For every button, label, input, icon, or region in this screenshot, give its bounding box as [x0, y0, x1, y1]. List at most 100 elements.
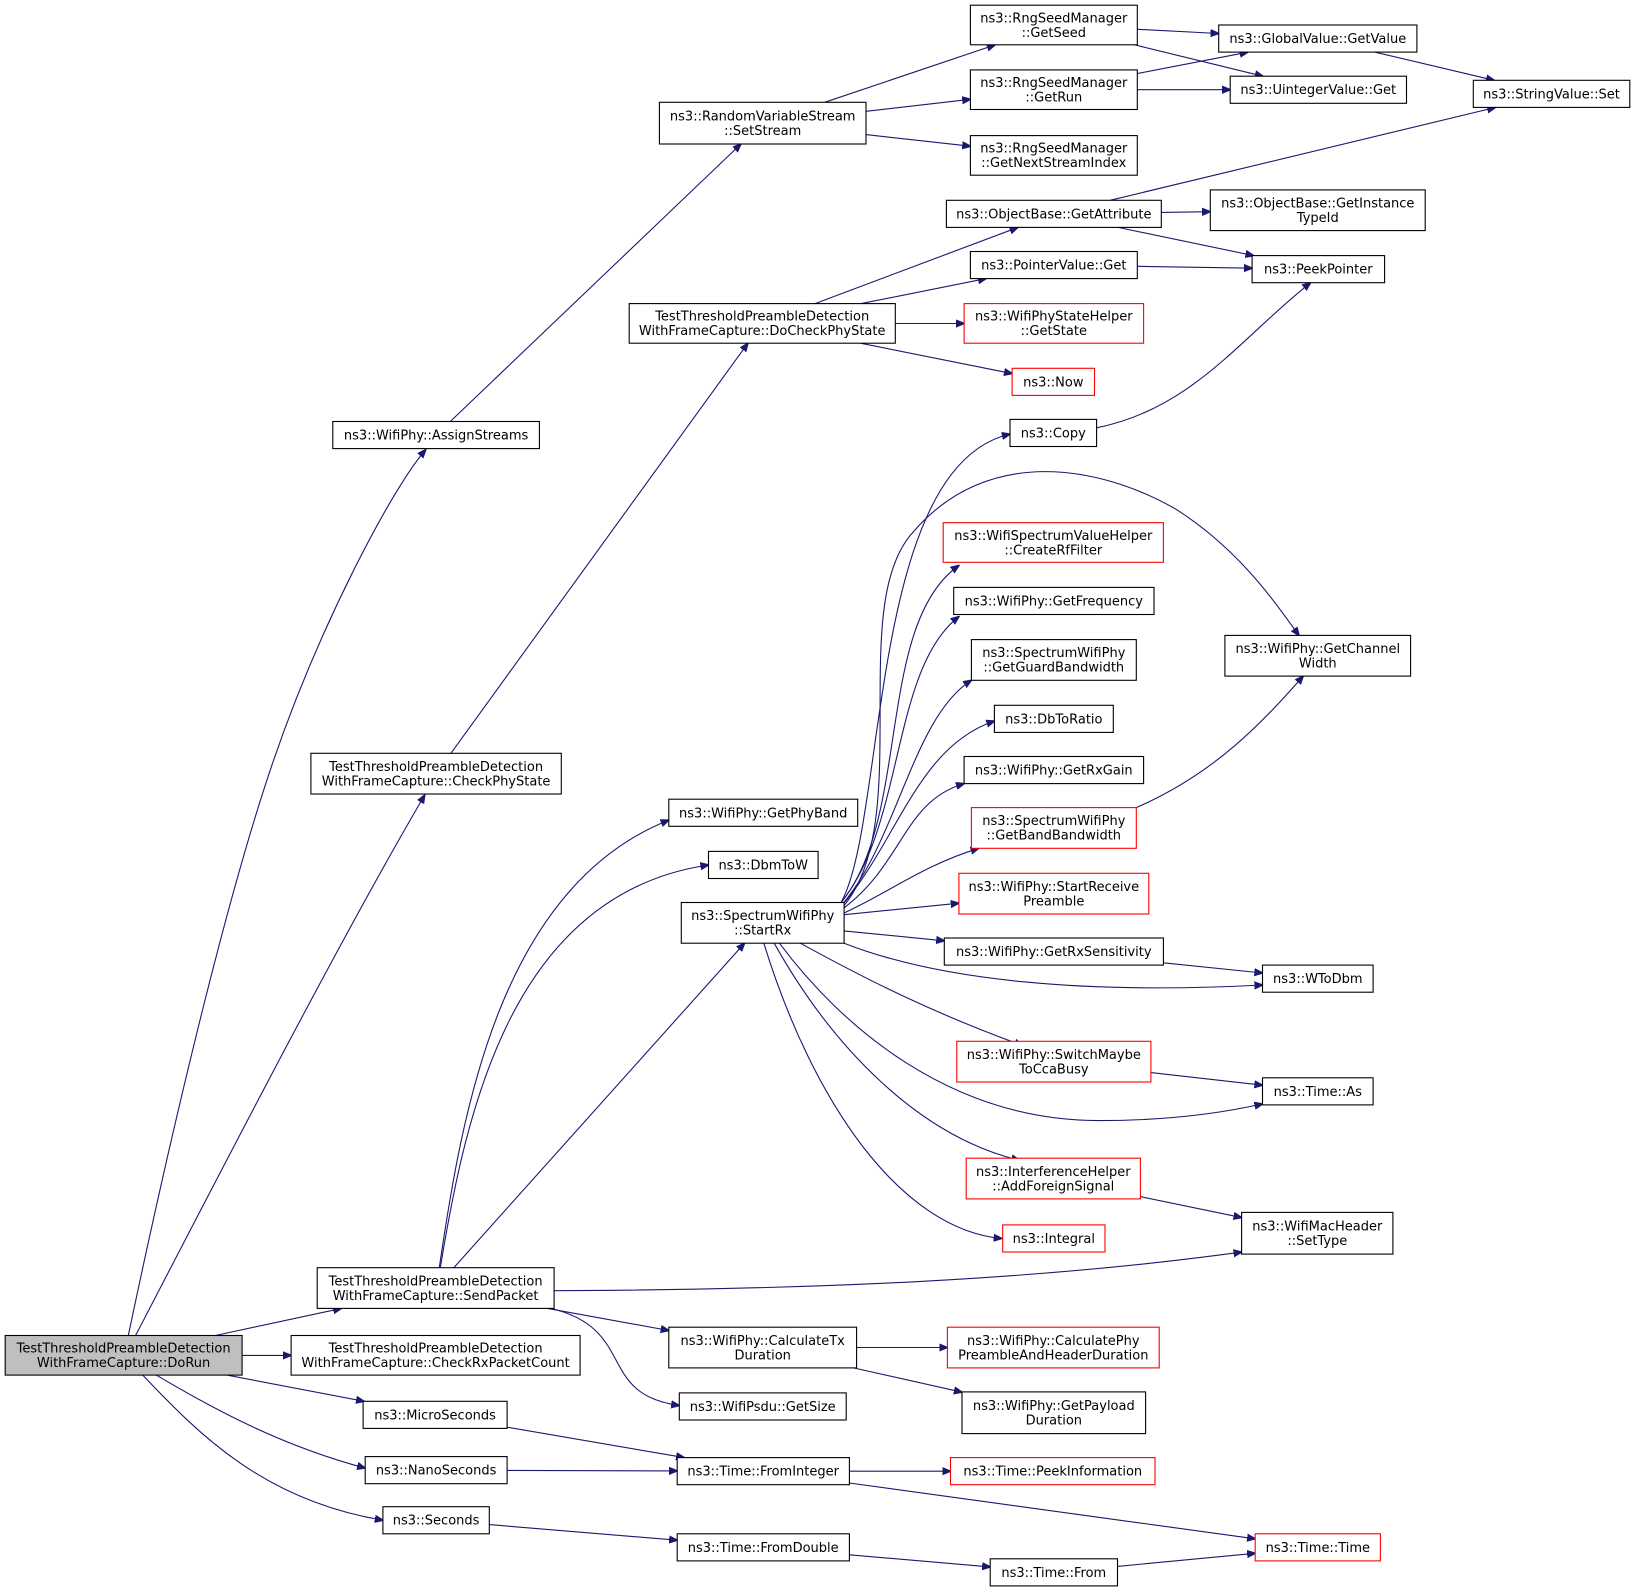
edge-setStream-to-getSeed [824, 45, 995, 103]
node-getRxSensitivity[interactable]: ns3::WifiPhy::GetRxSensitivity [943, 937, 1164, 966]
node-getNextStreamIndex[interactable]: ns3::RngSeedManager::GetNextStreamIndex [969, 135, 1138, 176]
node-label-line: ns3::WifiPhy::CalculateTx [681, 1334, 846, 1349]
node-seconds[interactable]: ns3::Seconds [382, 1506, 490, 1535]
node-label-line: ns3::RngSeedManager [980, 76, 1128, 91]
node-getBandBandwidth[interactable]: ns3::SpectrumWifiPhy::GetBandBandwidth [970, 807, 1137, 849]
node-box [989, 1558, 1119, 1587]
node-label-line: ::GetState [1021, 324, 1087, 339]
node-label-line: ns3::SpectrumWifiPhy [982, 646, 1125, 661]
node-label-line: ns3::WifiPhy::GetFrequency [965, 595, 1144, 610]
node-getPhyBand[interactable]: ns3::WifiPhy::GetPhyBand [668, 798, 859, 827]
node-timeAs[interactable]: ns3::Time::As [1261, 1077, 1374, 1106]
node-getAttribute[interactable]: ns3::ObjectBase::GetAttribute [945, 199, 1162, 228]
node-wToDbm[interactable]: ns3::WToDbm [1261, 964, 1374, 993]
node-calculatePhyPreamble[interactable]: ns3::WifiPhy::CalculatePhyPreambleAndHea… [946, 1326, 1160, 1369]
node-box [942, 522, 1164, 563]
node-box [707, 850, 819, 880]
edge-switchMaybeToCcaBusy-to-timeAs [1150, 1072, 1263, 1086]
node-label-line: ns3::Time::FromInteger [687, 1465, 839, 1480]
node-getRun[interactable]: ns3::RngSeedManager::GetRun [969, 69, 1138, 111]
node-label-line: ns3::PeekPointer [1264, 263, 1373, 278]
node-box [969, 250, 1138, 280]
node-box [680, 901, 845, 944]
node-label-line: ToCcaBusy [1018, 1062, 1089, 1077]
node-box [1229, 75, 1408, 104]
node-fromDouble[interactable]: ns3::Time::FromDouble [676, 1533, 850, 1562]
edge-line [814, 228, 1018, 305]
node-label-line: ::AddForeignSignal [992, 1179, 1114, 1194]
node-checkPhyState[interactable]: TestThresholdPreambleDetectionWithFrameC… [310, 752, 562, 795]
node-timeCtor[interactable]: ns3::Time::Time [1254, 1533, 1381, 1562]
edge-line [438, 820, 669, 1268]
edge-line [1150, 1072, 1263, 1086]
node-box [969, 135, 1138, 176]
edge-assignStreams-to-setStream [449, 144, 741, 422]
node-addForeignSignal[interactable]: ns3::InterferenceHelper::AddForeignSigna… [965, 1157, 1141, 1200]
node-box [668, 798, 859, 827]
edge-line [439, 865, 708, 1268]
edge-doRun-to-sendPacket [215, 1308, 342, 1337]
node-label-line: ::StartRx [734, 924, 792, 939]
node-getFrequency[interactable]: ns3::WifiPhy::GetFrequency [953, 586, 1155, 616]
node-nanoSeconds[interactable]: ns3::NanoSeconds [364, 1456, 508, 1485]
node-assignStreams[interactable]: ns3::WifiPhy::AssignStreams [332, 420, 540, 450]
node-setType[interactable]: ns3::WifiMacHeader::SetType [1241, 1211, 1394, 1255]
node-createRfFilter[interactable]: ns3::WifiSpectrumValueHelper::CreateRfFi… [942, 522, 1164, 563]
edge-line [135, 795, 425, 1336]
edge-line [860, 279, 986, 305]
node-getRxGain[interactable]: ns3::WifiPhy::GetRxGain [963, 755, 1145, 785]
node-stateHelperGetState[interactable]: ns3::WifiPhyStateHelper::GetState [963, 303, 1145, 344]
node-sendPacket[interactable]: TestThresholdPreambleDetectionWithFrameC… [316, 1267, 555, 1309]
edge-setStream-to-getRun [865, 99, 970, 112]
node-uintegerGet[interactable]: ns3::UintegerValue::Get [1229, 75, 1408, 104]
node-label-line: ns3::WifiPhy::SwitchMaybe [967, 1048, 1141, 1063]
node-globalGetValue[interactable]: ns3::GlobalValue::GetValue [1218, 24, 1418, 53]
node-label-line: TestThresholdPreambleDetection [328, 1342, 543, 1357]
node-psduGetSize[interactable]: ns3::WifiPsdu::GetSize [678, 1392, 847, 1421]
node-getSeed[interactable]: ns3::RngSeedManager::GetSeed [969, 4, 1138, 46]
node-microSeconds[interactable]: ns3::MicroSeconds [362, 1400, 508, 1429]
edge-startRx-to-dbToRatio [840, 721, 994, 908]
node-timeFrom[interactable]: ns3::Time::From [989, 1558, 1119, 1587]
node-dbmToW[interactable]: ns3::DbmToW [707, 850, 819, 880]
node-integral[interactable]: ns3::Integral [1002, 1224, 1106, 1253]
node-peekPointer[interactable]: ns3::PeekPointer [1251, 255, 1386, 284]
node-fromInteger[interactable]: ns3::Time::FromInteger [676, 1457, 850, 1486]
edge-line [1118, 226, 1254, 256]
node-box [965, 1157, 1141, 1200]
node-setStream[interactable]: ns3::RandomVariableStream::SetStream [658, 101, 867, 145]
edge-line [840, 434, 1010, 903]
edge-doCheckPhyState-to-pointerGet [860, 279, 986, 305]
node-copy[interactable]: ns3::Copy [1009, 418, 1098, 448]
edge-startRx-to-integral [763, 943, 1002, 1238]
node-box [364, 1456, 508, 1485]
edge-sendPacket-to-getPhyBand [438, 820, 669, 1268]
node-doCheckPhyState[interactable]: TestThresholdPreambleDetectionWithFrameC… [628, 303, 896, 344]
edge-line [450, 343, 748, 754]
node-doRun[interactable]: TestThresholdPreambleDetectionWithFrameC… [4, 1334, 243, 1376]
node-peekInformation[interactable]: ns3::Time::PeekInformation [949, 1457, 1156, 1486]
node-label-line: ::GetRun [1025, 91, 1082, 106]
edge-line [127, 450, 425, 1336]
node-startRx[interactable]: ns3::SpectrumWifiPhy::StartRx [680, 901, 845, 944]
node-box [963, 303, 1145, 344]
edge-doRun-to-checkPhyState [135, 795, 425, 1336]
node-pointerGet[interactable]: ns3::PointerValue::Get [969, 250, 1138, 280]
node-getGuardBandwidth[interactable]: ns3::SpectrumWifiPhy::GetGuardBandwidth [970, 639, 1137, 681]
edge-line [1140, 1196, 1241, 1218]
node-box [1002, 1224, 1106, 1253]
node-box [993, 704, 1114, 733]
node-label-line: ::GetNextStreamIndex [981, 156, 1126, 171]
edge-line [853, 1367, 963, 1392]
node-now[interactable]: ns3::Now [1011, 367, 1096, 396]
node-dbToRatio[interactable]: ns3::DbToRatio [993, 704, 1114, 733]
node-stringSet[interactable]: ns3::StringValue::Set [1472, 79, 1631, 108]
edge-startRx-to-getGuardBandwidth [841, 680, 971, 905]
node-checkRxPacketCount[interactable]: TestThresholdPreambleDetectionWithFrameC… [290, 1334, 581, 1376]
